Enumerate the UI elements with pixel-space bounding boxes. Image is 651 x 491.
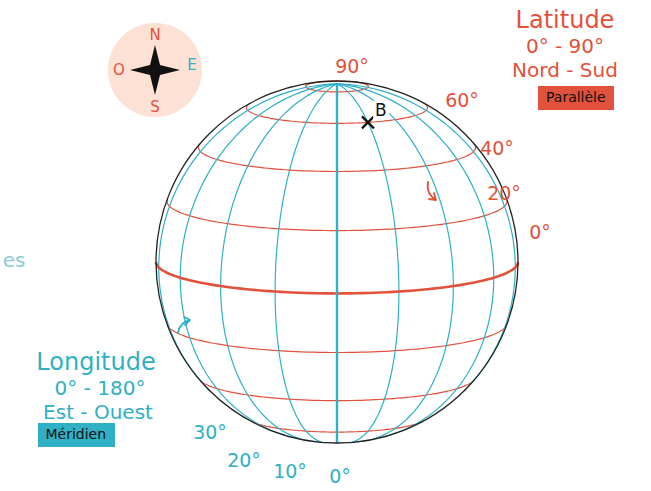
latitude-value: 40°: [480, 138, 514, 159]
tag-text: Parallèle: [546, 90, 606, 105]
meridian-line: [337, 84, 494, 436]
compass-letter: S: [150, 100, 160, 115]
point-label: B: [373, 101, 389, 120]
parallel-tag: Parallèle: [538, 86, 614, 110]
meridian-line: [337, 84, 453, 441]
cut-text: es: [3, 249, 26, 271]
latitude-value: 20°: [487, 183, 521, 204]
latitude-range: 0° - 90°: [526, 35, 604, 57]
tag-text: Méridien: [46, 427, 107, 442]
longitude-range: 0° - 180°: [55, 377, 146, 399]
longitude-value: 0°: [329, 466, 351, 487]
compass-letter: E: [187, 58, 196, 73]
compass-letter: O: [113, 63, 125, 78]
globe: [156, 81, 518, 443]
longitude-value: 10°: [273, 461, 307, 482]
meridian-line: [275, 84, 337, 443]
compass-letter: N: [149, 28, 160, 43]
longitude-direction: Est - Ouest: [43, 401, 153, 423]
prime-meridian-line: [336, 84, 338, 443]
compass-rose: N O E S: [107, 22, 203, 118]
longitude-title: Longitude: [36, 349, 155, 375]
meridian-line: [180, 84, 337, 436]
compass-disc: [108, 23, 202, 117]
meridian-line: [337, 84, 399, 443]
latitude-value: 90°: [335, 56, 369, 77]
globe-fill: [156, 81, 518, 443]
latitude-value: 0°: [529, 222, 551, 243]
compass-star: [130, 45, 180, 95]
latitude-value: 60°: [445, 90, 479, 111]
longitude-value: 20°: [227, 450, 261, 471]
longitude-value: 30°: [193, 422, 227, 443]
meridian-line: [159, 84, 337, 391]
meridian-tag: Méridien: [38, 423, 115, 447]
longitude-arrow: [178, 317, 190, 333]
latitude-direction: Nord - Sud: [512, 59, 618, 81]
latitude-arrow: [428, 182, 436, 200]
meridian-line: [221, 84, 337, 441]
globe-outline: [156, 81, 518, 443]
meridian-line: [337, 84, 515, 391]
latitude-title: Latitude: [516, 7, 615, 33]
